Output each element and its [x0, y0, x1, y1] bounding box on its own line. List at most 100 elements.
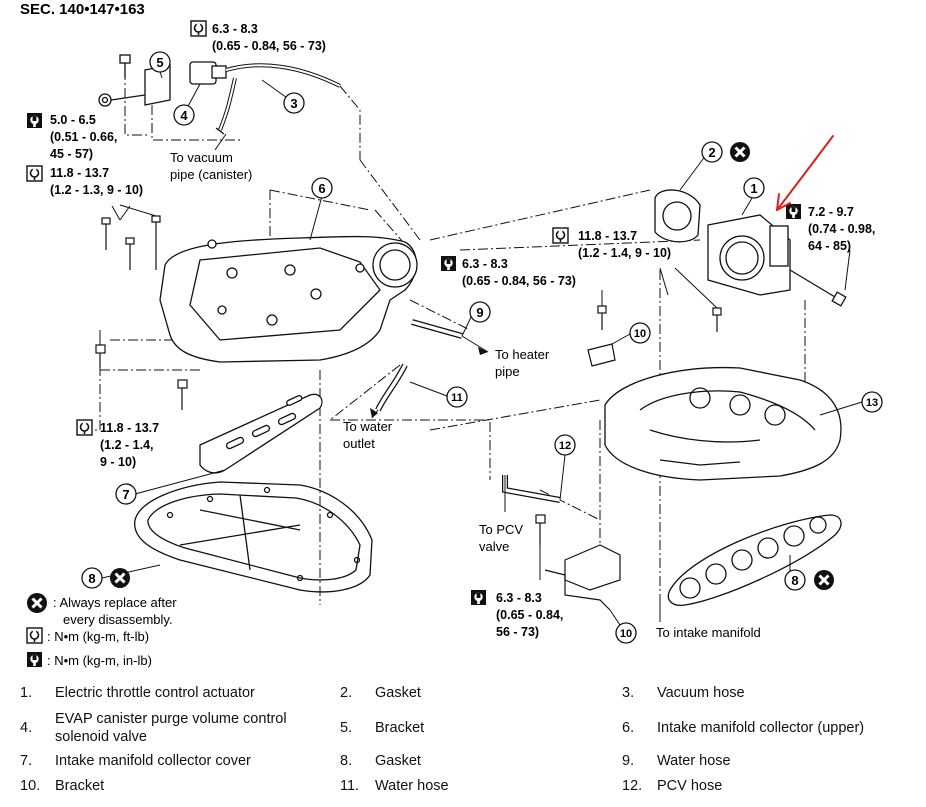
svg-text:11: 11	[451, 392, 463, 404]
note-vacuum-pipe-line1: To vacuum	[170, 150, 233, 165]
note-intake-manifold: To intake manifold	[656, 625, 761, 640]
torque-spec-t4-line1: 6.3 - 8.3	[462, 257, 508, 271]
part-number: 6.	[622, 720, 635, 736]
torque-spec-t8-line1: 6.3 - 8.3	[496, 591, 542, 605]
svg-text:9: 9	[476, 305, 483, 320]
torque-spec-t7-line1: 11.8 - 13.7	[100, 421, 159, 435]
callout-7: 7	[115, 483, 137, 505]
section-title: SEC. 140•147•163	[20, 1, 145, 18]
callout-6: 6	[311, 177, 333, 199]
torque-spec-t1-line2: (0.65 - 0.84, 56 - 73)	[212, 39, 326, 53]
svg-text:4: 4	[180, 108, 188, 123]
torque-inlb-icon	[471, 590, 486, 605]
part-name: Electric throttle control actuator	[55, 685, 255, 701]
torque-spec-t8-line2: (0.65 - 0.84,	[496, 608, 563, 622]
part-name: PCV hose	[657, 778, 723, 794]
svg-text:1: 1	[750, 181, 757, 196]
svg-text:7: 7	[122, 487, 129, 502]
part-number: 7.	[20, 753, 33, 769]
svg-text:5: 5	[156, 55, 163, 70]
callout-5: 5	[149, 51, 171, 73]
torque-inlb-icon	[786, 204, 801, 219]
torque-ftlb-icon	[552, 227, 569, 244]
torque-ftlb-icon	[190, 20, 207, 37]
legend-replace-text-2: every disassembly.	[63, 612, 173, 627]
torque-spec-t4-line2: (0.65 - 0.84, 56 - 73)	[462, 274, 576, 288]
part-name-line2: solenoid valve	[55, 729, 147, 745]
legend-replace-text: : Always replace after	[53, 595, 177, 610]
callout-2: 2	[701, 141, 723, 163]
svg-text:10: 10	[620, 628, 632, 640]
torque-spec-t6-line1: 7.2 - 9.7	[808, 205, 854, 219]
part-name: Bracket	[55, 778, 105, 794]
note-water-outlet-line2: outlet	[343, 436, 375, 451]
callout-1: 1	[743, 177, 765, 199]
part-name: Gasket	[375, 685, 421, 701]
torque-spec-t2-line3: 45 - 57)	[50, 147, 93, 161]
torque-spec-t3-line2: (1.2 - 1.3, 9 - 10)	[50, 183, 143, 197]
torque-ftlb-icon	[76, 419, 93, 436]
note-heater-pipe-line1: To heater	[495, 347, 550, 362]
callout-10-upper: 10	[629, 322, 651, 344]
svg-text:3: 3	[290, 96, 297, 111]
torque-spec-t2-line2: (0.51 - 0.66,	[50, 130, 117, 144]
callout-13: 13	[861, 391, 883, 413]
torque-spec-t8-line3: 56 - 73)	[496, 625, 539, 639]
replace-icon	[108, 566, 132, 590]
callout-bubbles: 1 2 3 4 5 6 7 8 8 9 10 10 11 12 13	[81, 51, 883, 644]
callout-4: 4	[173, 104, 195, 126]
replace-icon	[728, 140, 752, 164]
note-pcv-valve-line2: valve	[479, 539, 509, 554]
part-number: 8.	[340, 753, 353, 769]
callout-11: 11	[446, 386, 468, 408]
callout-8-right: 8	[784, 569, 806, 591]
torque-spec-t6-line2: (0.74 - 0.98,	[808, 222, 875, 236]
annotation-arrow	[776, 135, 834, 211]
svg-text:2: 2	[708, 145, 715, 160]
part-name: Water hose	[375, 778, 449, 794]
torque-spec-t3-line1: 11.8 - 13.7	[50, 166, 109, 180]
part-number: 1.	[20, 685, 33, 701]
callout-9: 9	[469, 301, 491, 323]
part-number: 12.	[622, 778, 643, 794]
part-number: 3.	[622, 685, 635, 701]
part-number: 4.	[20, 720, 33, 736]
torque-ftlb-icon	[26, 165, 43, 182]
part-number: 10.	[20, 778, 41, 794]
note-heater-pipe-line2: pipe	[495, 364, 520, 379]
replace-icon	[812, 568, 836, 592]
part-name: Intake manifold collector (upper)	[657, 720, 865, 736]
part-number: 9.	[622, 753, 635, 769]
part-number: 11.	[340, 778, 360, 794]
legend-ftlb-text: : N•m (kg-m, ft-lb)	[47, 629, 149, 644]
inlb-legend-icon	[27, 652, 42, 667]
svg-text:8: 8	[791, 573, 798, 588]
ftlb-legend-icon	[26, 627, 43, 644]
note-pcv-valve-line1: To PCV	[479, 522, 523, 537]
torque-spec-t5-line1: 11.8 - 13.7	[578, 229, 637, 243]
callout-8-left: 8	[81, 567, 103, 589]
svg-text:8: 8	[88, 571, 95, 586]
torque-spec-t1-line1: 6.3 - 8.3	[212, 22, 258, 36]
part-name: Water hose	[657, 753, 731, 769]
part-name: Vacuum hose	[657, 685, 745, 701]
part-name-line1: EVAP canister purge volume control	[55, 711, 287, 727]
svg-text:13: 13	[866, 397, 878, 409]
torque-inlb-icon	[27, 113, 42, 128]
torque-spec-t5-line2: (1.2 - 1.4, 9 - 10)	[578, 246, 671, 260]
part-name: Intake manifold collector cover	[55, 753, 251, 769]
svg-text:10: 10	[634, 328, 646, 340]
torque-spec-t7-line2: (1.2 - 1.4,	[100, 438, 154, 452]
torque-spec-t6-line3: 64 - 85)	[808, 239, 851, 253]
callout-10-lower: 10	[615, 622, 637, 644]
part-name: Bracket	[375, 720, 425, 736]
torque-spec-t7-line3: 9 - 10)	[100, 455, 136, 469]
exploded-parts-diagram: SEC. 140•147•163	[20, 1, 883, 668]
callout-3: 3	[283, 92, 305, 114]
part-name: Gasket	[375, 753, 421, 769]
callout-12: 12	[554, 434, 576, 456]
note-vacuum-pipe-line2: pipe (canister)	[170, 167, 252, 182]
legend-inlb-text: : N•m (kg-m, in-lb)	[47, 653, 152, 668]
torque-spec-t2-line1: 5.0 - 6.5	[50, 113, 96, 127]
torque-inlb-icon	[441, 256, 456, 271]
